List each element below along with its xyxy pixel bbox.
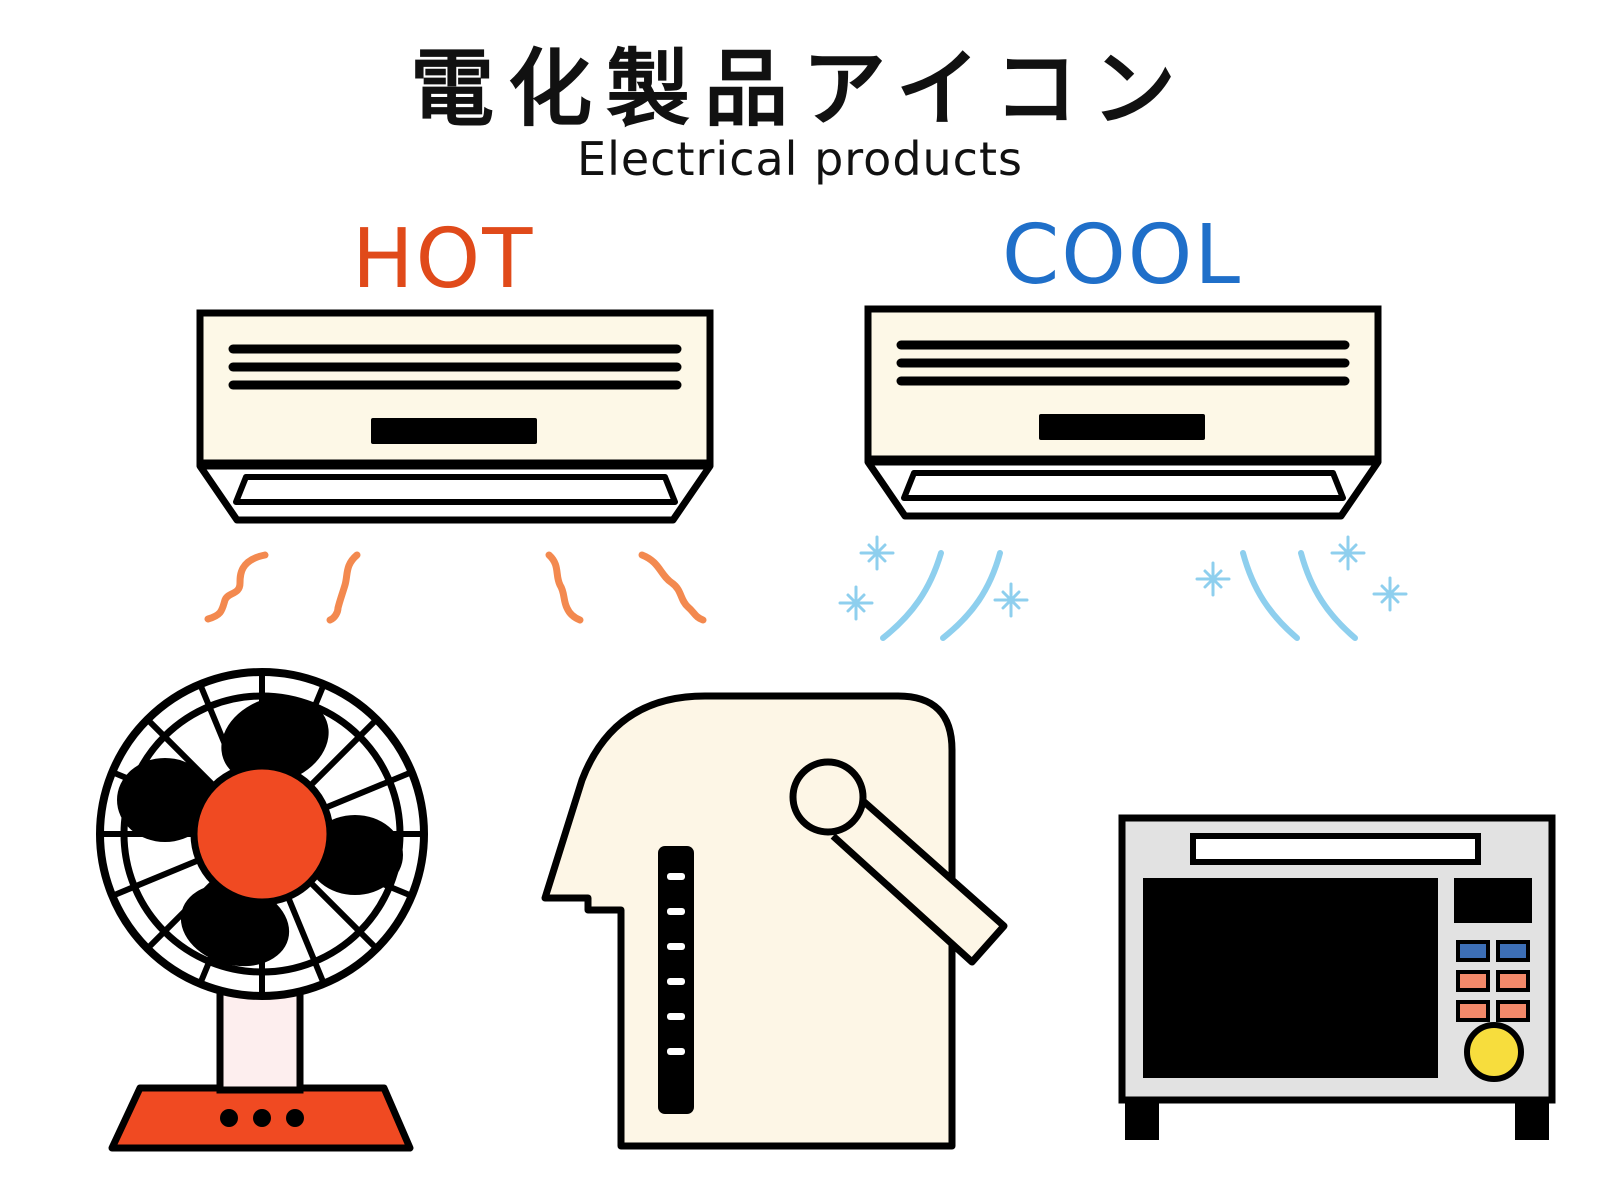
- electric-fan-icon: [96, 668, 428, 1152]
- air-conditioner-hot-icon: [196, 309, 714, 524]
- sparkle-icon: [838, 535, 1408, 621]
- air-conditioner-cool-icon: [864, 305, 1382, 520]
- hot-label: HOT: [352, 212, 535, 307]
- cool-label: COOL: [1002, 208, 1243, 303]
- cool-breeze-icon: [880, 550, 1358, 641]
- page-subtitle: Electrical products: [577, 132, 1023, 186]
- microwave-oven-icon: [1118, 814, 1556, 1140]
- heat-wave-icon: [204, 551, 707, 624]
- electric-kettle-pot-icon: [541, 692, 1008, 1150]
- page-title: 電化製品アイコン: [410, 40, 1190, 138]
